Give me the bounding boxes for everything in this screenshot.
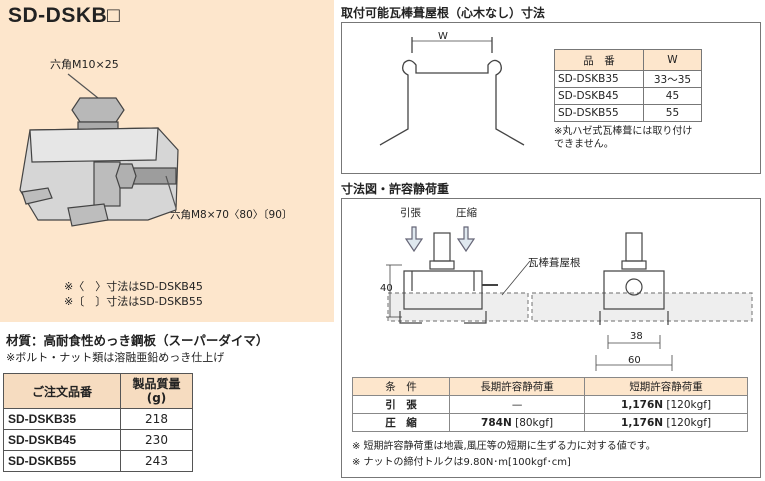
product-note-1: ※〈 〉寸法はSD-DSKB45 xyxy=(64,280,203,293)
w-code: SD-DSKB45 xyxy=(554,87,644,105)
load-table: 条 件 長期許容静荷重 短期許容静荷重 引 張 — 1,176N [120kgf… xyxy=(352,377,748,432)
table-row: SD-DSKB55 55 xyxy=(554,104,703,122)
label-roof: 瓦棒葺屋根 xyxy=(528,257,581,269)
table-row: SD-DSKB35 218 xyxy=(3,408,193,430)
dimension-diagram xyxy=(386,226,753,371)
w-code: SD-DSKB55 xyxy=(554,104,644,122)
table-row: SD-DSKB45 45 xyxy=(554,87,703,105)
order-header-mass: 製品質量 (g) xyxy=(120,373,193,409)
material-note: ※ボルト・ナット類は溶融亜鉛めっき仕上げ xyxy=(6,351,225,364)
dim-60: 60 xyxy=(628,355,641,366)
order-code: SD-DSKB35 xyxy=(3,408,121,430)
order-header-mass-label: 製品質量 xyxy=(132,377,181,391)
order-table: ご注文品番 製品質量 (g) SD-DSKB35 218 SD-DSKB45 2… xyxy=(3,373,193,472)
table-row: 圧 縮 784N [80kgf] 1,176N [120kgf] xyxy=(352,413,748,432)
order-header-unit: (g) xyxy=(146,391,167,405)
load-short-kgf: [120kgf] xyxy=(666,416,712,429)
label-compression: 圧縮 xyxy=(456,207,477,219)
load-note-2: ※ ナットの締付トルクは9.80N･m[100kgf･cm] xyxy=(352,457,571,468)
load-condition: 引 張 xyxy=(352,395,450,414)
roof-profile-diagram xyxy=(379,37,525,146)
table-row: SD-DSKB45 230 xyxy=(3,429,193,451)
load-section-title: 寸法図・許容静荷重 xyxy=(341,182,450,196)
product-panel: SD-DSKB□ 六角M10×25 六角M8×70〈80〉〔90〕 ※〈 〉寸法… xyxy=(0,0,334,322)
load-short-value: 1,176N xyxy=(621,416,664,429)
order-mass: 230 xyxy=(120,429,193,451)
w-table-header: 品 番 W xyxy=(554,49,703,71)
load-condition: 圧 縮 xyxy=(352,413,450,432)
product-title: SD-DSKB□ xyxy=(8,4,121,27)
load-short: 1,176N [120kgf] xyxy=(584,395,748,414)
load-short: 1,176N [120kgf] xyxy=(584,413,748,432)
load-section-box: 引張 圧縮 瓦棒葺屋根 40 38 60 xyxy=(341,198,761,478)
w-header-code: 品 番 xyxy=(554,49,644,71)
dim-38: 38 xyxy=(630,331,643,342)
order-header-code: ご注文品番 xyxy=(3,373,121,409)
material-line: 材質：高耐食性めっき鋼板（スーパーダイマ） xyxy=(6,333,269,348)
w-label: W xyxy=(438,31,448,42)
load-long: — xyxy=(448,395,586,414)
load-header-condition: 条 件 xyxy=(352,377,450,396)
w-table: 品 番 W SD-DSKB35 33～35 SD-DSKB45 45 SD-DS… xyxy=(554,49,703,122)
load-short-value: 1,176N xyxy=(621,398,664,411)
load-header-short: 短期許容静荷重 xyxy=(584,377,748,396)
w-header-w: W xyxy=(642,49,703,71)
order-mass: 218 xyxy=(120,408,193,430)
roof-dims-title: 取付可能瓦棒葺屋根（心木なし）寸法 xyxy=(341,6,546,20)
load-note-1: ※ 短期許容静荷重は地震,風圧等の短期に生ずる力に対する値です。 xyxy=(352,441,656,452)
order-code: SD-DSKB55 xyxy=(3,450,121,472)
order-code: SD-DSKB45 xyxy=(3,429,121,451)
table-row: SD-DSKB35 33～35 xyxy=(554,70,703,88)
label-hex-top: 六角M10×25 xyxy=(50,58,119,71)
w-value: 55 xyxy=(642,104,703,122)
load-table-header: 条 件 長期許容静荷重 短期許容静荷重 xyxy=(352,377,748,396)
roof-dims-box: W 品 番 W SD-DSKB35 33～35 SD-DSKB45 45 SD-… xyxy=(341,22,761,174)
load-short-kgf: [120kgf] xyxy=(666,398,712,411)
roof-dims-note: ※丸ハゼ式瓦棒葺には取り付けできません。 xyxy=(554,126,693,150)
w-value: 33～35 xyxy=(642,70,703,88)
order-table-header: ご注文品番 製品質量 (g) xyxy=(3,373,193,409)
dim-40: 40 xyxy=(380,283,393,294)
table-row: SD-DSKB55 243 xyxy=(3,450,193,472)
w-value: 45 xyxy=(642,87,703,105)
clamp-illustration xyxy=(19,73,179,227)
label-tension: 引張 xyxy=(400,207,421,219)
product-note-2: ※〔 〕寸法はSD-DSKB55 xyxy=(64,295,203,308)
table-row: 引 張 — 1,176N [120kgf] xyxy=(352,395,748,414)
order-mass: 243 xyxy=(120,450,193,472)
label-hex-side: 六角M8×70〈80〉〔90〕 xyxy=(170,209,293,221)
load-long: 784N [80kgf] xyxy=(448,413,586,432)
load-header-long: 長期許容静荷重 xyxy=(448,377,586,396)
load-long-kgf: [80kgf] xyxy=(515,416,554,429)
load-long-value: 784N xyxy=(481,416,512,429)
w-code: SD-DSKB35 xyxy=(554,70,644,88)
